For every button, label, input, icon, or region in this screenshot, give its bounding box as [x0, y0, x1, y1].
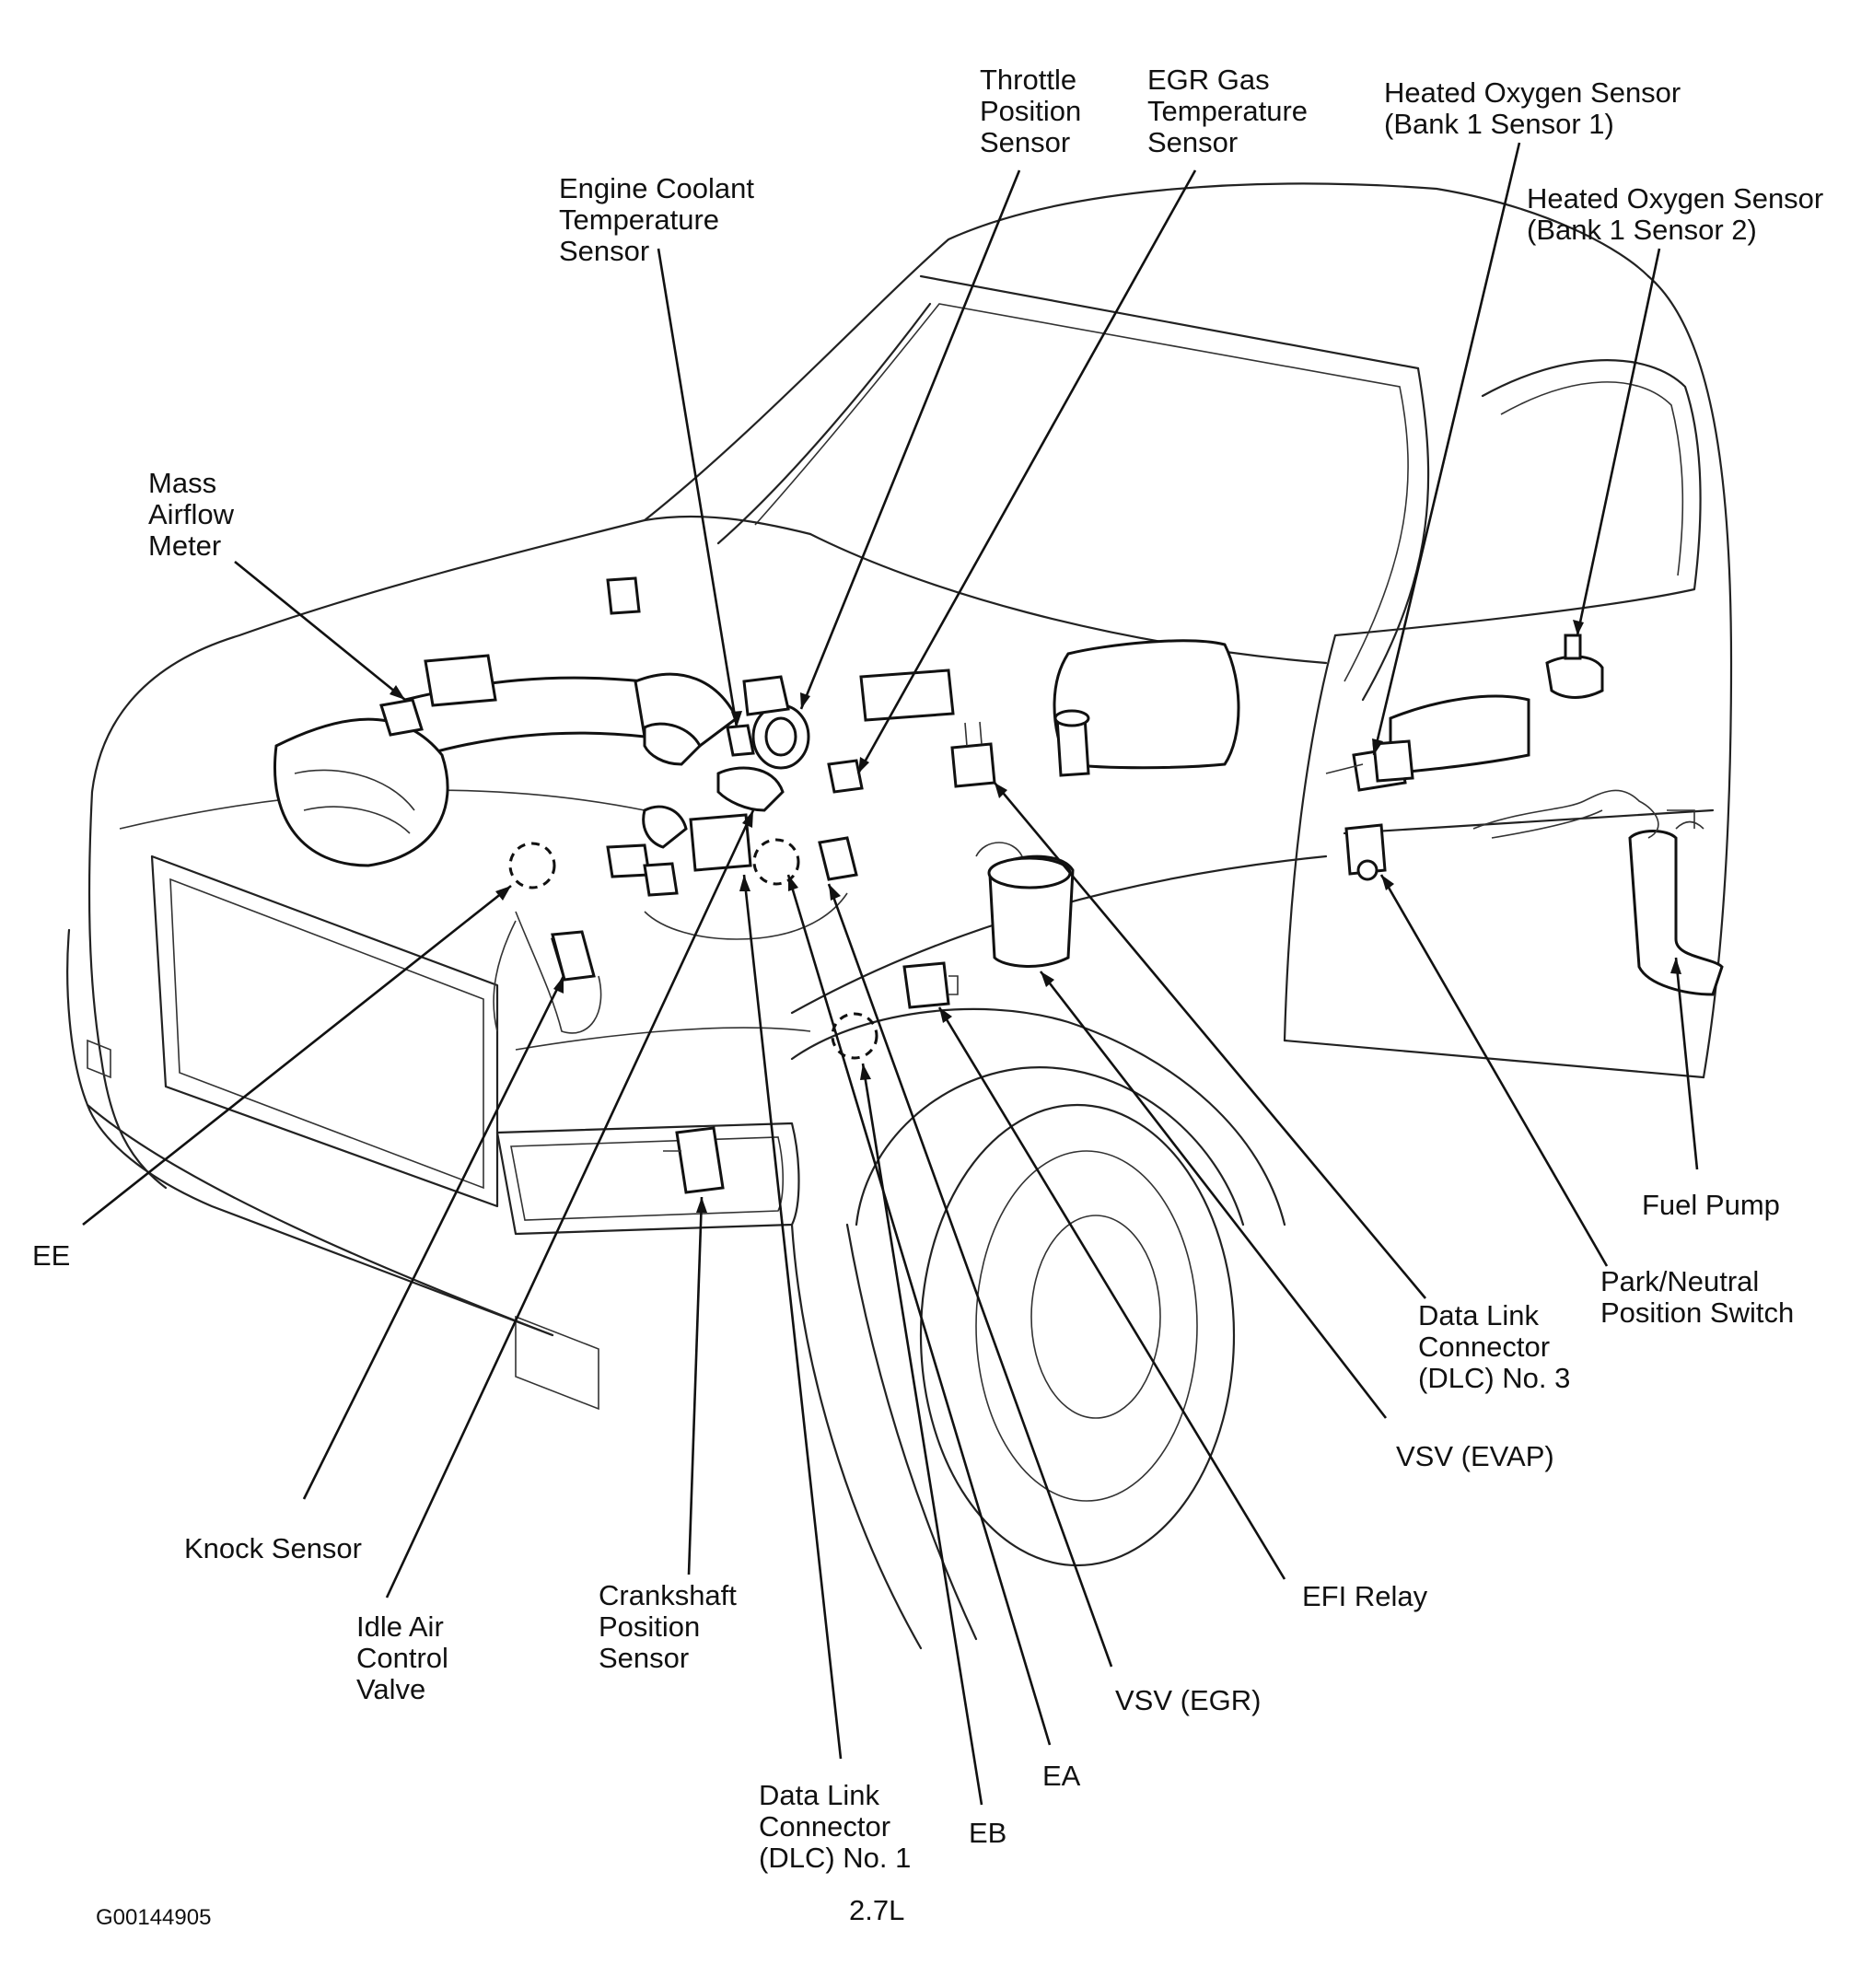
- leader-heated-oxygen-sensor-1: [1372, 142, 1521, 756]
- label-park-neutral-position-switch: Park/Neutral Position Switch: [1600, 1265, 1795, 1329]
- leader-ee: [82, 884, 512, 1227]
- label-engine-coolant-temperature-sensor: Engine Coolant Temperature Sensor: [559, 172, 754, 267]
- figure-id: G00144905: [96, 1905, 212, 1930]
- dlc1-location-circle: [752, 838, 800, 886]
- leader-dlc1: [742, 874, 843, 1760]
- leader-lines: [82, 142, 1699, 1806]
- leader-egr-gas-temperature-sensor: [856, 169, 1197, 774]
- leader-engine-coolant-temperature-sensor: [657, 248, 739, 728]
- ee-location-circle: [508, 842, 556, 889]
- leader-idle-air-control-valve: [385, 809, 755, 1599]
- leader-ea: [786, 874, 1052, 1746]
- label-crankshaft-position-sensor: Crankshaft Position Sensor: [599, 1579, 737, 1674]
- leader-mass-airflow-meter: [234, 560, 406, 702]
- leader-crankshaft-position-sensor: [687, 1196, 704, 1575]
- leader-vsv-evap: [1039, 971, 1388, 1419]
- label-data-link-connector-3: Data Link Connector (DLC) No. 3: [1418, 1299, 1571, 1394]
- leader-knock-sensor: [302, 975, 565, 1500]
- leader-fuel-pump: [1674, 957, 1699, 1170]
- leader-dlc3: [994, 782, 1426, 1299]
- leader-efi-relay: [937, 1006, 1286, 1580]
- label-vsv-egr: VSV (EGR): [1115, 1684, 1262, 1716]
- label-eb: EB: [969, 1817, 1007, 1849]
- label-mass-airflow-meter: Mass Airflow Meter: [148, 467, 235, 562]
- leader-heated-oxygen-sensor-2: [1576, 248, 1661, 636]
- label-throttle-position-sensor: Throttle Position Sensor: [980, 64, 1082, 158]
- leader-throttle-position-sensor: [799, 169, 1021, 710]
- leader-park-neutral-position-switch: [1379, 874, 1609, 1267]
- truck-body-outline: [66, 182, 1733, 1650]
- leader-eb: [861, 1063, 983, 1806]
- leader-vsv-egr: [827, 883, 1113, 1668]
- label-efi-relay: EFI Relay: [1302, 1580, 1428, 1612]
- label-ea: EA: [1042, 1760, 1081, 1792]
- label-fuel-pump: Fuel Pump: [1642, 1189, 1780, 1221]
- label-egr-gas-temperature-sensor: EGR Gas Temperature Sensor: [1147, 64, 1309, 158]
- leader-arrowheads: [390, 620, 1681, 1213]
- engine-components: [273, 576, 1724, 1194]
- eb-location-circle: [831, 1012, 878, 1060]
- label-idle-air-control-valve: Idle Air Control Valve: [356, 1610, 448, 1705]
- label-heated-oxygen-sensor-bank1-sensor1: Heated Oxygen Sensor (Bank 1 Sensor 1): [1384, 76, 1681, 140]
- label-data-link-connector-1: Data Link Connector (DLC) No. 1: [759, 1779, 912, 1874]
- label-ee: EE: [32, 1239, 71, 1272]
- label-heated-oxygen-sensor-bank1-sensor2: Heated Oxygen Sensor (Bank 1 Sensor 2): [1527, 182, 1824, 246]
- label-knock-sensor: Knock Sensor: [184, 1532, 362, 1564]
- label-vsv-evap: VSV (EVAP): [1396, 1440, 1554, 1472]
- engine-size-caption: 2.7L: [849, 1894, 905, 1926]
